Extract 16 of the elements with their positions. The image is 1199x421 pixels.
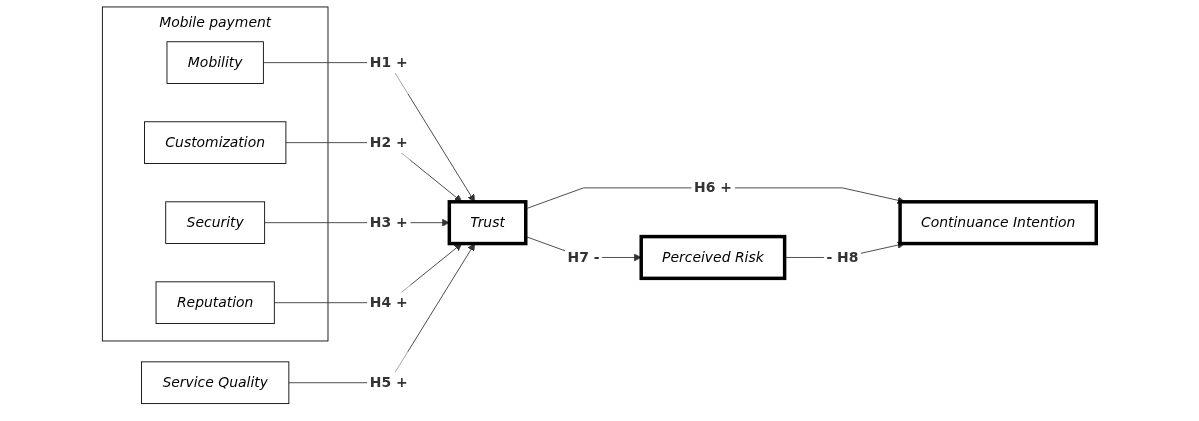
edge-label: H2 + [369, 133, 408, 151]
node-box: Security [165, 201, 266, 244]
node-box: Continuance Intention [898, 200, 1099, 246]
edge-label: H7 - [567, 248, 600, 266]
edge-label: H4 + [369, 294, 408, 311]
node-box: Service Quality [141, 361, 290, 405]
node-box: Customization [144, 121, 287, 164]
node-box: Trust [447, 200, 528, 246]
edge-label: H3 + [369, 213, 408, 231]
edge-label: H1 + [369, 53, 408, 71]
edge-label: H6 + [694, 179, 733, 196]
node-box: Perceived Risk [639, 234, 787, 281]
node-box: Mobility [166, 41, 264, 84]
node-box: Reputation [155, 281, 275, 324]
edge-label: - H8 [826, 248, 859, 266]
edge-label: H5 + [369, 374, 408, 391]
